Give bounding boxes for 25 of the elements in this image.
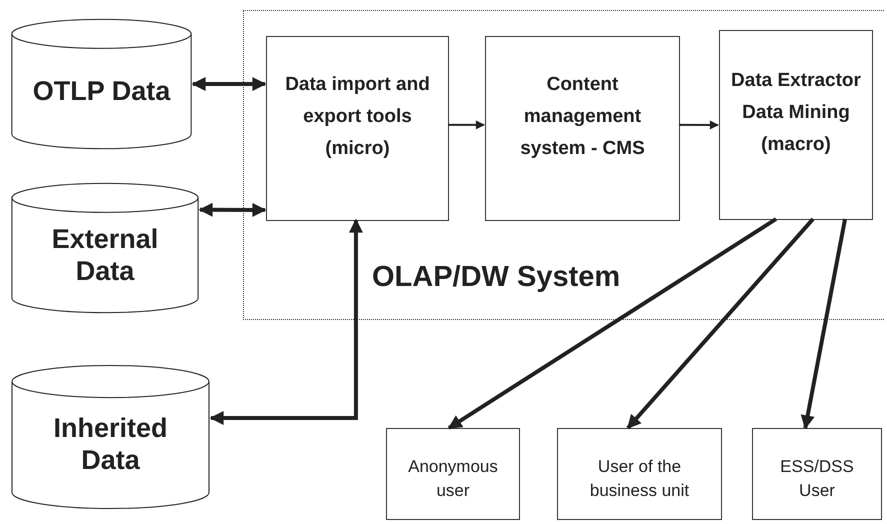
- node-label: Anonymous user: [407, 456, 499, 502]
- user-box: [557, 428, 722, 520]
- user-box: [752, 428, 882, 520]
- process-box: [719, 30, 873, 220]
- node-label: User of the business unit: [588, 456, 690, 502]
- arrow: [198, 202, 266, 217]
- user-box: [386, 428, 520, 520]
- node-label: Data Extractor Data Mining (macro): [730, 69, 862, 157]
- process-box: [266, 36, 449, 221]
- node-label: External Data: [50, 223, 160, 287]
- arrow: [210, 218, 363, 426]
- node-label: Inherited Data: [52, 412, 168, 476]
- node-label: Data import and export tools (micro): [284, 72, 431, 160]
- system-boundary: [243, 10, 884, 320]
- node-label: OTLP Data: [32, 75, 172, 107]
- process-box: [485, 36, 680, 221]
- arrow: [679, 120, 719, 130]
- arrow: [448, 217, 778, 430]
- arrow: [448, 120, 485, 130]
- arrow: [626, 218, 815, 430]
- arrow: [800, 218, 848, 430]
- node-label: Content management system - CMS: [519, 72, 646, 160]
- node-label: ESS/DSS User: [779, 456, 855, 502]
- region-label: OLAP/DW System: [372, 260, 620, 295]
- arrow: [192, 77, 266, 92]
